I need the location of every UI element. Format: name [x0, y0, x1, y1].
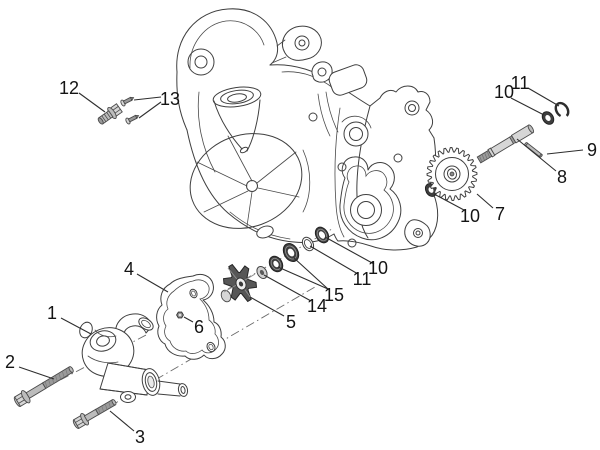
part-callout-10b: 10 — [460, 206, 480, 226]
part-callout-4: 4 — [124, 259, 134, 279]
pin-9 — [524, 142, 543, 158]
leader-line-15-1 — [293, 257, 329, 290]
ring-11 — [301, 236, 315, 252]
part-callout-7: 7 — [495, 204, 505, 224]
bolt-12 — [97, 103, 123, 125]
part-callout-2: 2 — [5, 352, 15, 372]
part-callout-14: 14 — [307, 296, 327, 316]
leader-line-5 — [249, 296, 285, 317]
wheel-opening — [189, 133, 311, 239]
leader-line-13-1 — [138, 101, 162, 119]
gasket-4 — [156, 273, 226, 360]
part-callout-5: 5 — [286, 312, 296, 332]
part-callout-11a: 11 — [353, 269, 372, 289]
leader-line-7 — [476, 193, 494, 209]
shaft-8 — [476, 124, 535, 164]
leader-line-1 — [60, 317, 92, 335]
top-boss — [282, 25, 322, 61]
part-callout-6: 6 — [194, 317, 204, 337]
washer-10-right — [541, 111, 555, 125]
sprocket-7 — [426, 147, 478, 201]
leader-line-3 — [109, 410, 135, 432]
part-callout-3: 3 — [135, 427, 145, 447]
bolt-2 — [13, 366, 74, 407]
screw-6 — [176, 311, 184, 319]
part-callout-15: 15 — [324, 285, 344, 305]
leader-line-2 — [18, 366, 55, 380]
leader-line-13 — [133, 96, 162, 101]
bearing-15-large — [282, 243, 300, 262]
part-callout-12: 12 — [59, 78, 79, 98]
engine-cover-illustration — [176, 8, 439, 251]
circlip-11 — [554, 101, 570, 119]
washer-14 — [256, 265, 268, 280]
leader-line-10c — [510, 97, 545, 116]
leader-line-4 — [136, 273, 169, 293]
part-callout-10c: 10 — [494, 82, 514, 102]
bolt-3 — [72, 399, 117, 429]
seal-10 — [314, 226, 330, 244]
screws-13 — [120, 96, 140, 125]
leader-line-8 — [516, 138, 557, 172]
leader-line-9 — [546, 149, 584, 155]
leader-line-12 — [78, 92, 106, 113]
part-callout-8: 8 — [557, 167, 567, 187]
part-callout-11b: 11 — [511, 73, 530, 93]
part-callout-13: 13 — [160, 89, 180, 109]
part-callout-9: 9 — [587, 140, 597, 160]
filler-funnel — [212, 86, 262, 154]
part-callout-1: 1 — [47, 303, 57, 323]
leader-line-11a — [309, 245, 359, 275]
impeller-5 — [220, 263, 258, 303]
leader-line-11b — [527, 87, 560, 107]
leader-line-15 — [277, 266, 329, 290]
bearing-15-small — [268, 255, 284, 273]
leader-line-6 — [183, 316, 194, 323]
leader-line-10a — [324, 236, 375, 265]
part-callout-10a: 10 — [368, 258, 388, 278]
leader-line-10b — [433, 193, 465, 211]
pump-cover-1 — [79, 313, 189, 403]
leader-line-14 — [263, 274, 312, 302]
crankcase — [308, 61, 439, 251]
